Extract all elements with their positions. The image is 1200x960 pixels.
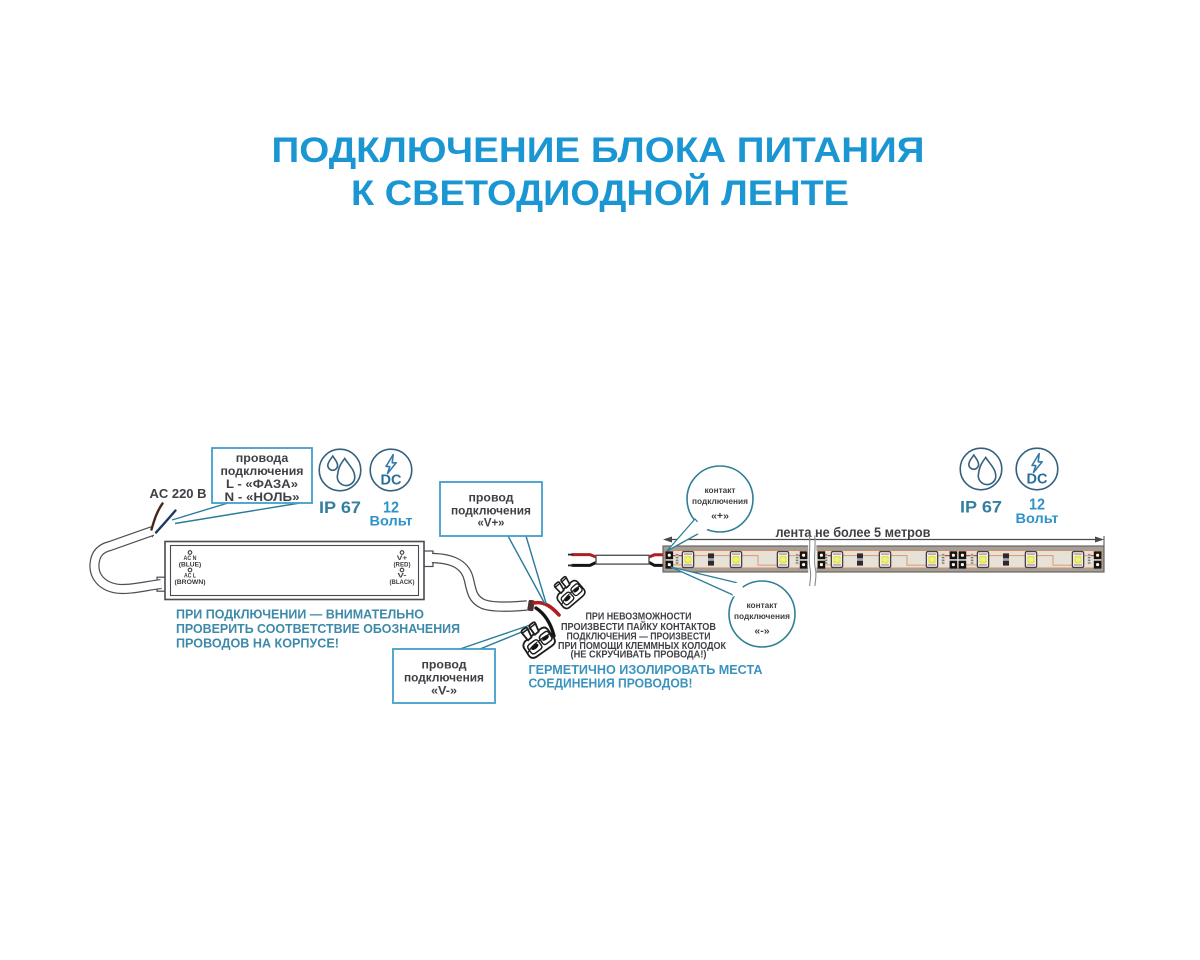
svg-text:провода: провода xyxy=(236,453,289,465)
svg-text:ПРОВОДОВ НА КОРПУСЕ!: ПРОВОДОВ НА КОРПУСЕ! xyxy=(176,637,339,651)
svg-text:Вольт: Вольт xyxy=(1016,511,1059,526)
svg-text:подключения: подключения xyxy=(451,506,531,518)
svg-text:ПРИ ПОМОЩИ КЛЕММНЫХ КОЛОДОК: ПРИ ПОМОЩИ КЛЕММНЫХ КОЛОДОК xyxy=(558,641,727,652)
svg-text:(BLACK): (BLACK) xyxy=(390,580,415,586)
svg-text:12: 12 xyxy=(1029,497,1045,514)
svg-text:контакт: контакт xyxy=(704,485,735,495)
svg-text:«V+»: «V+» xyxy=(478,518,505,530)
svg-text:провод: провод xyxy=(422,660,468,672)
svg-text:ПРИ НЕВОЗМОЖНОСТИ: ПРИ НЕВОЗМОЖНОСТИ xyxy=(586,612,692,623)
svg-text:«V-»: «V-» xyxy=(431,686,457,698)
svg-text:(BROWN): (BROWN) xyxy=(175,580,206,586)
svg-text:«+»: «+» xyxy=(711,510,729,522)
svg-text:AC N: AC N xyxy=(184,556,197,562)
svg-text:подключения: подключения xyxy=(404,673,484,685)
svg-text:ГЕРМЕТИЧНО ИЗОЛИРОВАТЬ МЕСТА: ГЕРМЕТИЧНО ИЗОЛИРОВАТЬ МЕСТА xyxy=(529,662,764,677)
svg-text:контакт: контакт xyxy=(746,600,777,610)
svg-text:(НЕ СКРУЧИВАТЬ ПРОВОДА!): (НЕ СКРУЧИВАТЬ ПРОВОДА!) xyxy=(571,650,707,661)
svg-text:ПОДКЛЮЧЕНИЕ БЛОКА ПИТАНИЯ: ПОДКЛЮЧЕНИЕ БЛОКА ПИТАНИЯ xyxy=(272,131,925,170)
svg-text:провод: провод xyxy=(469,493,515,505)
svg-text:V-: V- xyxy=(398,574,407,580)
svg-text:«-»: «-» xyxy=(754,625,769,637)
svg-text:К СВЕТОДИОДНОЙ ЛЕНТЕ: К СВЕТОДИОДНОЙ ЛЕНТЕ xyxy=(351,173,849,213)
svg-text:подключения: подключения xyxy=(221,466,304,478)
svg-text:DC: DC xyxy=(381,473,402,489)
svg-text:(BLUE): (BLUE) xyxy=(179,563,202,569)
svg-text:IP 67: IP 67 xyxy=(960,499,1002,517)
svg-text:IP 67: IP 67 xyxy=(319,499,361,517)
svg-text:подключения: подключения xyxy=(692,496,748,506)
svg-text:V+: V+ xyxy=(397,556,408,562)
svg-text:ПРОВЕРИТЬ СООТВЕТСТВИЕ ОБОЗНАЧ: ПРОВЕРИТЬ СООТВЕТСТВИЕ ОБОЗНАЧЕНИЯ xyxy=(176,622,460,636)
svg-text:ПОДКЛЮЧЕНИЯ — ПРОИЗВЕСТИ: ПОДКЛЮЧЕНИЯ — ПРОИЗВЕСТИ xyxy=(567,632,711,643)
svg-text:AC L: AC L xyxy=(184,574,196,580)
svg-text:(RED): (RED) xyxy=(394,563,411,569)
svg-text:L - «ФАЗА»: L - «ФАЗА» xyxy=(226,479,298,491)
svg-text:12: 12 xyxy=(383,500,399,517)
svg-text:Вольт: Вольт xyxy=(370,514,413,529)
svg-text:AC 220 В: AC 220 В xyxy=(149,486,206,501)
svg-text:N - «НОЛЬ»: N - «НОЛЬ» xyxy=(225,492,300,504)
svg-text:СОЕДИНЕНИЯ ПРОВОДОВ!: СОЕДИНЕНИЯ ПРОВОДОВ! xyxy=(529,676,693,691)
svg-text:лента не более 5 метров: лента не более 5 метров xyxy=(776,525,931,540)
svg-text:ПРОИЗВЕСТИ ПАЙКУ КОНТАКТОВ: ПРОИЗВЕСТИ ПАЙКУ КОНТАКТОВ xyxy=(561,620,716,633)
svg-text:подключения: подключения xyxy=(734,611,790,621)
svg-text:ПРИ ПОДКЛЮЧЕНИИ — ВНИМАТЕЛЬНО: ПРИ ПОДКЛЮЧЕНИИ — ВНИМАТЕЛЬНО xyxy=(176,608,424,622)
